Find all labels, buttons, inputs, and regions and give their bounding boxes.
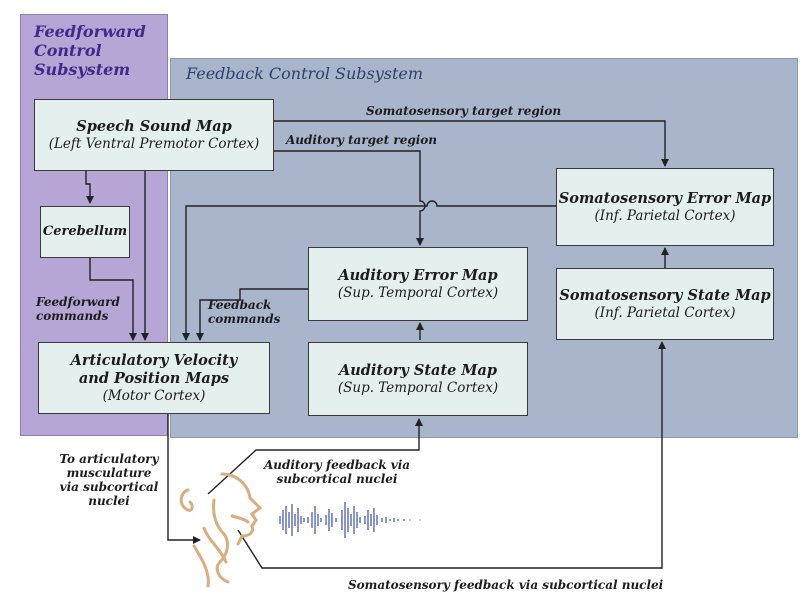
- auditory-state-map-sub: (Sup. Temporal Cortex): [337, 379, 499, 396]
- speech-sound-map-title: Speech Sound Map: [76, 117, 232, 135]
- feedforward-subsystem-title: Feedforward Control Subsystem: [34, 22, 146, 79]
- auditory-target-label: Auditory target region: [286, 133, 438, 147]
- articulatory-maps-sub: (Motor Cortex): [102, 387, 206, 404]
- cerebellum-box: Cerebellum: [40, 206, 130, 258]
- cerebellum-title: Cerebellum: [42, 224, 128, 239]
- arrow-somato-target: [270, 120, 669, 167]
- arrow-cerebellum-to-articulatory: [89, 256, 137, 341]
- auditory-error-map-sub: (Sup. Temporal Cortex): [337, 284, 499, 301]
- auditory-state-map-title: Auditory State Map: [338, 361, 498, 379]
- feedback-subsystem-title: Feedback Control Subsystem: [186, 64, 424, 83]
- somatosensory-error-map-box: Somatosensory Error Map (Inf. Parietal C…: [556, 168, 774, 246]
- arrow-somato-feedback: [237, 341, 666, 569]
- somato-feedback-label: Somatosensory feedback via subcortical n…: [348, 578, 664, 592]
- arrow-auditory-feedback-commands: [196, 288, 308, 341]
- arrow-to-cerebellum: [85, 170, 94, 204]
- speaker-head-icon: [179, 472, 263, 588]
- speech-sound-map-box: Speech Sound Map (Left Ventral Premotor …: [34, 99, 274, 171]
- auditory-error-map-title: Auditory Error Map: [338, 266, 498, 284]
- arrow-somato-feedback-commands: [182, 200, 556, 341]
- arrow-to-musculature: [167, 412, 201, 544]
- somatosensory-error-map-sub: (Inf. Parietal Cortex): [594, 207, 736, 224]
- auditory-feedback-label: Auditory feedback via subcortical nuclei: [263, 458, 411, 486]
- musculature-label: To articulatory musculature via subcorti…: [59, 452, 159, 508]
- somatosensory-state-map-title: Somatosensory State Map: [559, 286, 771, 304]
- articulatory-maps-box: Articulatory Velocity and Position Maps …: [38, 342, 270, 414]
- articulatory-maps-title: Articulatory Velocity and Position Maps: [70, 351, 238, 387]
- speech-sound-map-sub: (Left Ventral Premotor Cortex): [48, 135, 260, 152]
- sound-waveform-icon: [279, 502, 421, 538]
- arrow-auditory-target: [270, 150, 426, 246]
- feedback-commands-label: Feedback commands: [208, 298, 281, 326]
- auditory-error-map-box: Auditory Error Map (Sup. Temporal Cortex…: [308, 247, 528, 321]
- somatosensory-error-map-title: Somatosensory Error Map: [558, 189, 772, 207]
- somato-target-label: Somatosensory target region: [366, 104, 562, 118]
- somatosensory-state-map-box: Somatosensory State Map (Inf. Parietal C…: [556, 268, 774, 340]
- somatosensory-state-map-sub: (Inf. Parietal Cortex): [594, 304, 736, 321]
- feedforward-commands-label: Feedforward commands: [36, 295, 120, 323]
- arrow-auditory-feedback: [207, 418, 423, 495]
- auditory-state-map-box: Auditory State Map (Sup. Temporal Cortex…: [308, 342, 528, 416]
